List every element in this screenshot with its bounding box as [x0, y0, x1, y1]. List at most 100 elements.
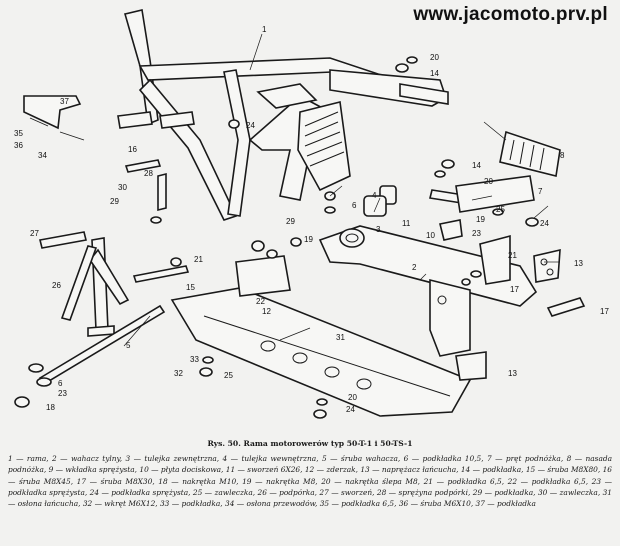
- callout-6b: 6: [58, 379, 63, 388]
- legend-item: 14 — podkładka,: [460, 465, 526, 475]
- legend-item: 1 — rama,: [8, 454, 53, 464]
- legend-item: 20 — nakrętka ślepa M8,: [321, 476, 424, 486]
- callout-17a: 17: [600, 307, 609, 316]
- legend-item: 10 — płyta dociskowa,: [139, 465, 226, 475]
- legend-item: 2 — wahacz tylny,: [52, 454, 126, 464]
- legend-item: 25 — zawleczka,: [192, 487, 258, 497]
- callout-36: 36: [14, 141, 23, 150]
- legend-item: 7 — pręt podnóżka,: [487, 454, 567, 464]
- washers-and-nuts: [14, 56, 539, 419]
- callout-25b: 25: [224, 371, 233, 380]
- callout-33: 33: [190, 355, 199, 364]
- callout-24c: 24: [346, 405, 355, 414]
- callout-1: 1: [262, 25, 267, 34]
- callout-29a: 29: [110, 197, 119, 206]
- callout-14b: 14: [472, 161, 481, 170]
- callout-26: 26: [52, 281, 61, 290]
- parts-legend: 1 — rama, 2 — wahacz tylny, 3 — tulejka …: [8, 453, 612, 509]
- legend-item: 27 — sworzeń,: [319, 487, 377, 497]
- callout-17b: 17: [510, 285, 519, 294]
- callout-labels: 1 2 3 4 5 6 6 7 8 10 11 12 13 13 14 14 1…: [14, 25, 609, 414]
- figure-caption: Rys. 50. Rama motorowerów typ 50-T-1 i 5…: [8, 438, 612, 509]
- callout-19b: 19: [476, 215, 485, 224]
- callout-20b: 20: [484, 177, 493, 186]
- chain-guard-oslona: [170, 287, 472, 417]
- frame-rama: [117, 9, 449, 221]
- legend-item: 13 — naprężacz łańcucha,: [360, 465, 461, 475]
- leader-lines: [29, 33, 560, 347]
- caption-title: Rys. 50. Rama motorowerów typ 50-T-1 i 5…: [207, 439, 413, 448]
- legend-item: 4 — tulejka wewnętrzna,: [222, 454, 322, 464]
- legend-item: 36 — śruba M6X10,: [398, 499, 476, 509]
- callout-3: 3: [376, 225, 381, 234]
- legend-item: 34 — osłona przewodów,: [225, 499, 320, 509]
- legend-item: 19 — nakrętka M8,: [242, 476, 322, 486]
- legend-item: 23 — podkładka sprężysta,: [8, 476, 613, 497]
- callout-6a: 6: [352, 201, 357, 210]
- callout-37: 37: [60, 97, 69, 106]
- callout-29b: 29: [286, 217, 295, 226]
- callout-13a: 13: [574, 259, 583, 268]
- callout-19a: 19: [304, 235, 313, 244]
- callout-18: 18: [46, 403, 55, 412]
- legend-item: 8 — nasada podnóżka,: [8, 454, 613, 475]
- callout-27: 27: [30, 229, 39, 238]
- callout-7: 7: [538, 187, 543, 196]
- callout-4: 4: [372, 191, 377, 200]
- legend-item: 30 — zawleczka,: [537, 487, 603, 497]
- callout-13b: 13: [508, 369, 517, 378]
- kickstand-podporka: [60, 237, 130, 337]
- legend-item: 9 — wkładka sprężysta,: [48, 465, 140, 475]
- exploded-frame-diagram: 1 2 3 4 5 6 6 7 8 10 11 12 13 13 14 14 1…: [14, 9, 609, 419]
- legend-item: 22 — podkładka 6,5,: [507, 476, 592, 486]
- callout-24b: 24: [540, 219, 549, 228]
- callout-11: 11: [402, 219, 411, 228]
- footrest-podnozek: [455, 130, 561, 213]
- callout-31: 31: [336, 333, 345, 342]
- legend-item: 15 — śruba M8X80,: [525, 465, 603, 475]
- callout-28: 28: [144, 169, 153, 178]
- legend-item: 29 — podkładka,: [472, 487, 538, 497]
- callout-5: 5: [126, 341, 131, 350]
- callout-20c: 20: [348, 393, 357, 402]
- callout-10: 10: [426, 231, 435, 240]
- legend-item: 11 — sworzeń 6X26,: [225, 465, 305, 475]
- legend-item: 6 — podkładka 10,5,: [403, 454, 487, 464]
- legend-item: 28 — sprężyna podpórki,: [376, 487, 473, 497]
- callout-32: 32: [174, 369, 183, 378]
- swing-arm-wahacz: [318, 225, 538, 357]
- callout-23b: 23: [58, 389, 67, 398]
- callout-34: 34: [38, 151, 47, 160]
- legend-item: 35 — podkładka 6,5,: [319, 499, 399, 509]
- callout-35: 35: [14, 129, 23, 138]
- callout-24a: 24: [246, 121, 255, 130]
- callout-15: 15: [186, 283, 195, 292]
- callout-8: 8: [560, 151, 565, 160]
- callout-21b: 21: [508, 251, 517, 260]
- legend-item: 12 — zderzak,: [304, 465, 361, 475]
- legend-item: 24 — podkładka sprężysta,: [89, 487, 193, 497]
- callout-25a: 25: [496, 205, 505, 214]
- callout-21a: 21: [194, 255, 203, 264]
- callout-14a: 14: [430, 69, 439, 78]
- callout-2: 2: [412, 263, 417, 272]
- shafts-and-bolts: [38, 159, 586, 386]
- site-watermark: www.jacomoto.prv.pl: [413, 4, 608, 25]
- legend-item: 21 — podkładka 6,5,: [423, 476, 508, 486]
- legend-item: 3 — tulejka zewnętrzna,: [125, 454, 223, 464]
- callout-12: 12: [262, 307, 271, 316]
- legend-item: 17 — śruba M8X30,: [76, 476, 159, 486]
- legend-item: 33 — podkładka,: [159, 499, 225, 509]
- legend-item: 16 — śruba M8X45,: [8, 465, 612, 486]
- small-parts: [23, 95, 561, 381]
- legend-item: 26 — podpórka,: [257, 487, 320, 497]
- legend-item: 5 — śruba wahacza,: [321, 454, 404, 464]
- callout-23a: 23: [472, 229, 481, 238]
- callout-22: 22: [256, 297, 265, 306]
- legend-item: 31 — osłona łańcucha,: [8, 487, 612, 509]
- legend-item: 18 — nakrętka M10,: [158, 476, 243, 486]
- callout-30: 30: [118, 183, 127, 192]
- legend-item: 37 — podkładka: [475, 499, 536, 509]
- callout-20a: 20: [430, 53, 439, 62]
- legend-item: 32 — wkręt M6X12,: [82, 499, 160, 509]
